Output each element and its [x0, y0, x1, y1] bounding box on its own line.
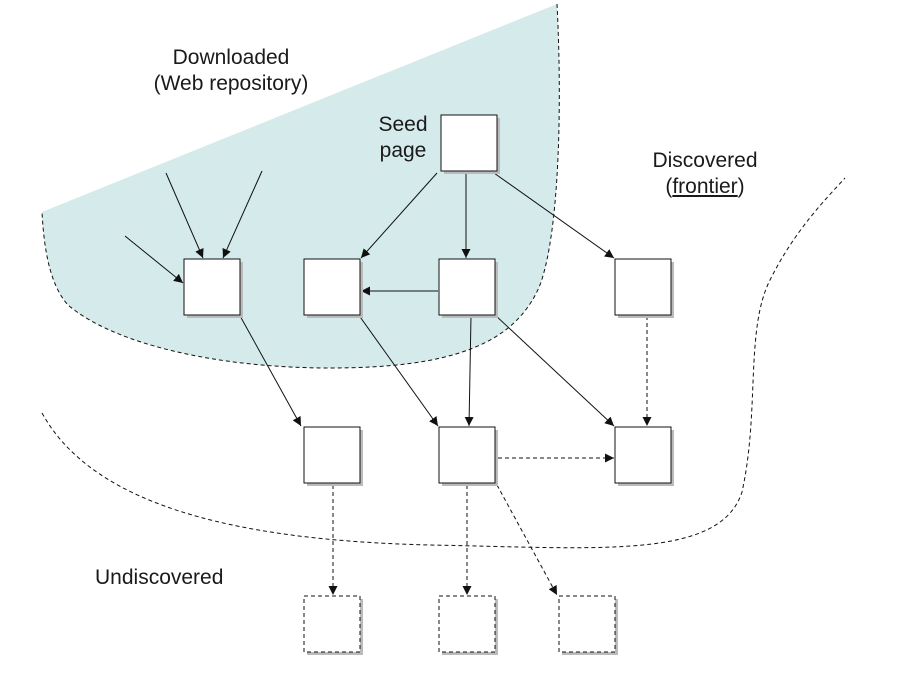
downloaded-label-line1: Downloaded — [172, 46, 290, 69]
node-box — [303, 426, 361, 484]
seed-page-label: Seed page — [368, 112, 438, 164]
node-box — [614, 426, 672, 484]
frontier-word: frontier — [672, 175, 738, 198]
page-node-frontier-4 — [614, 426, 674, 486]
page-node-undisc-2 — [438, 595, 498, 655]
node-box — [438, 258, 496, 316]
node-box — [614, 258, 672, 316]
page-node-undisc-3 — [558, 595, 618, 655]
page-node-repo-a — [183, 258, 243, 318]
undiscovered-label: Undiscovered — [95, 566, 224, 589]
node-box — [303, 258, 361, 316]
discovered-paren-close: ) — [737, 175, 745, 198]
edge-frontier-3-to-undisc-3 — [496, 484, 558, 596]
edge-seed-to-frontier-1 — [493, 172, 615, 259]
edge-repo-a-to-frontier-2 — [238, 313, 302, 427]
edge-repo-c-to-frontier-3 — [464, 315, 474, 427]
discovered-label-line1: Discovered — [652, 149, 758, 172]
discovered-label: Discovered (frontier) — [630, 148, 780, 200]
page-node-frontier-3 — [438, 426, 498, 486]
incoming-link-repo-a-2 — [222, 170, 263, 259]
node-box — [440, 114, 498, 172]
incoming-link-repo-a-3 — [124, 235, 184, 284]
page-node-repo-c — [438, 258, 498, 318]
node-box — [303, 595, 361, 653]
downloaded-region — [42, 4, 560, 368]
downloaded-boundary — [41, 3, 560, 369]
downloaded-label: Downloaded (Web repository) — [130, 45, 332, 97]
nodes-layer — [183, 114, 674, 655]
node-box — [438, 426, 496, 484]
page-node-undisc-1 — [303, 595, 363, 655]
seed-label-line1: Seed — [378, 113, 428, 136]
seed-label-line2: page — [379, 139, 427, 162]
edge-repo-b-to-frontier-3 — [357, 313, 439, 427]
edges-layer — [124, 170, 652, 596]
edge-repo-c-to-frontier-4 — [493, 313, 615, 427]
incoming-link-repo-a-1 — [165, 172, 204, 259]
page-node-frontier-2 — [303, 426, 363, 486]
edge-seed-to-repo-b — [360, 172, 438, 259]
page-node-seed — [440, 114, 500, 174]
discovered-paren-open: ( — [665, 175, 673, 198]
frontier-boundary — [41, 177, 846, 549]
downloaded-label-line2: (Web repository) — [153, 72, 309, 95]
discovered-label-line2: (frontier) — [630, 174, 780, 200]
node-box — [558, 595, 616, 653]
page-node-frontier-1 — [614, 258, 674, 318]
page-node-repo-b — [303, 258, 363, 318]
node-box — [183, 258, 241, 316]
node-box — [438, 595, 496, 653]
